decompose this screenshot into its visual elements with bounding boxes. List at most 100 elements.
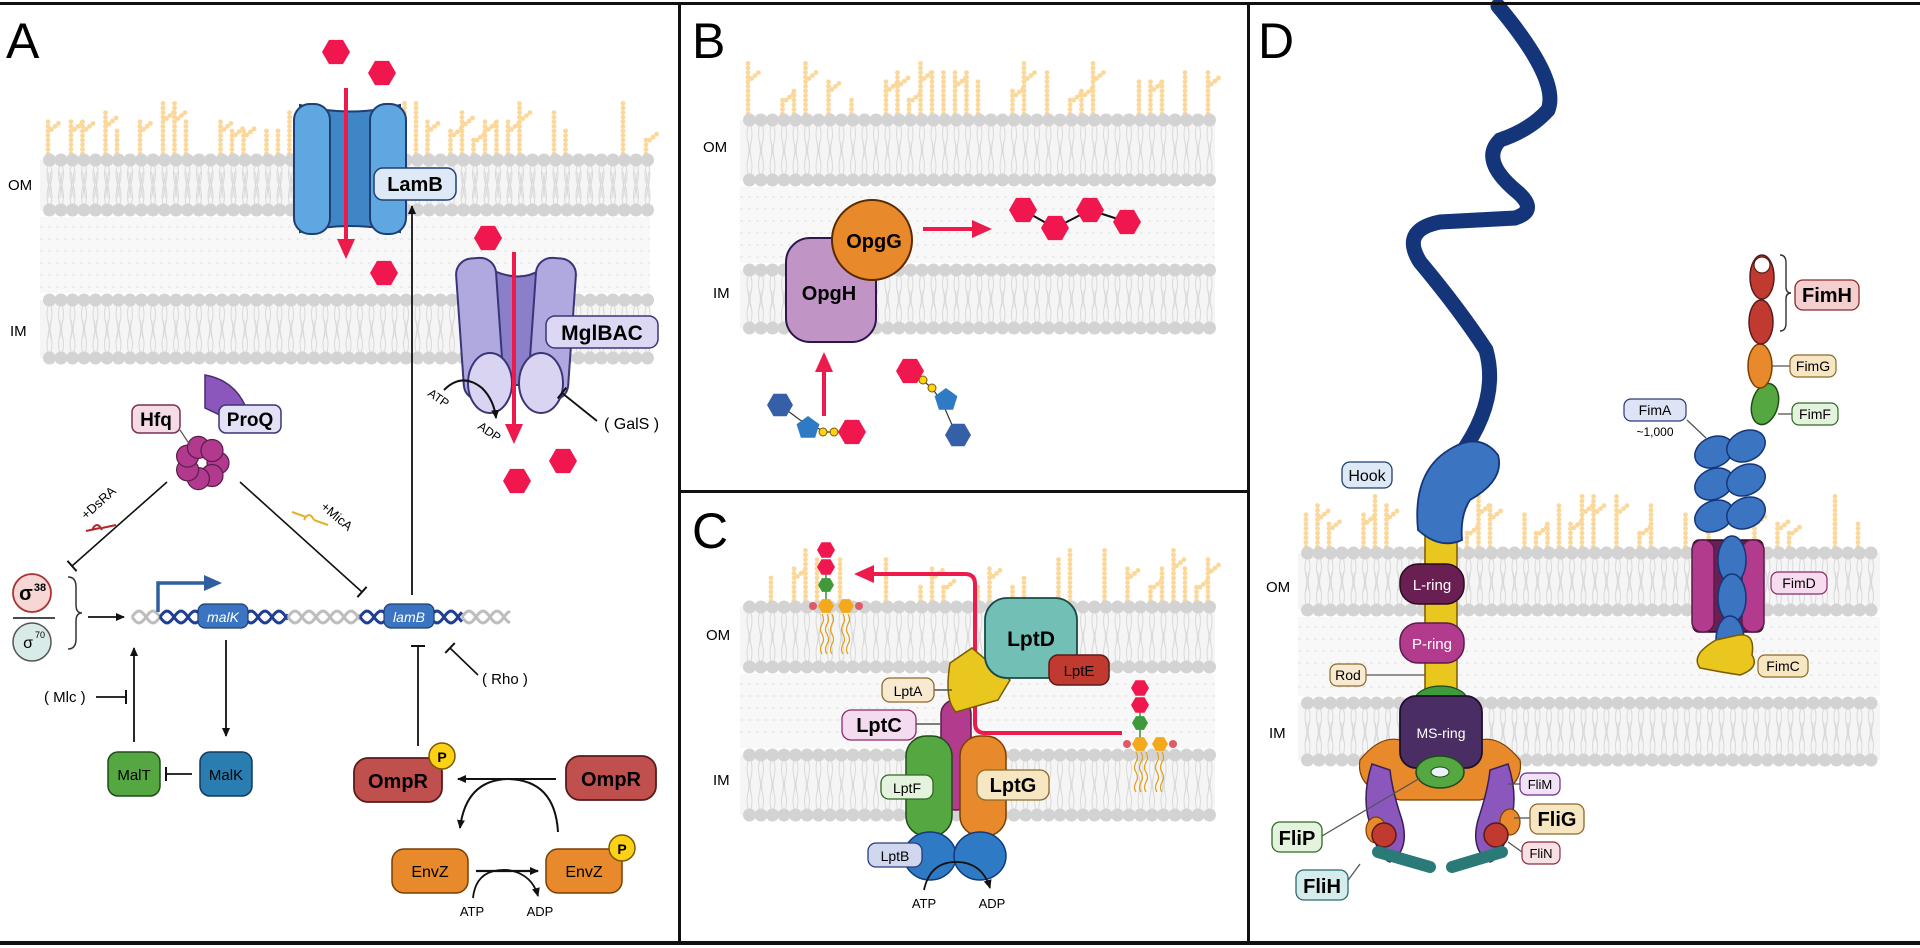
ribose-icon: [796, 416, 820, 438]
panel-letter-a: A: [6, 13, 40, 69]
glucose-molecule: [370, 260, 398, 286]
rod-label-box: Rod: [1329, 663, 1367, 687]
flin-left: [1371, 822, 1397, 848]
phosphate-dot: [1169, 740, 1177, 748]
sigma-brace: [67, 576, 83, 650]
glucose-unit: [896, 358, 924, 384]
hfq-label: Hfq: [131, 404, 181, 434]
o-antigen-unit: [1131, 697, 1149, 713]
ompr: OmpR: [565, 755, 657, 801]
lptb-label: LptB: [881, 848, 910, 864]
glucose-molecule: [549, 448, 577, 474]
mgl-atp-label: ATP: [425, 386, 451, 410]
lptc-label-box: LptC: [841, 709, 917, 741]
phosphate-dot: [829, 427, 839, 437]
fima-subunits: [1694, 429, 1766, 665]
mica-rna-icon: [291, 511, 329, 526]
glucan-unit: [1041, 215, 1069, 241]
malk-gene: malK: [197, 603, 249, 629]
fimg-label-box: FimG: [1789, 354, 1837, 378]
flin-right: [1483, 822, 1509, 848]
lptf-label: LptF: [893, 780, 921, 796]
lpt-atp-arrow: [923, 861, 992, 891]
lps-layer-b: [745, 61, 1221, 117]
envz-atp-label: ATP: [460, 904, 484, 919]
phosphate-icon: [608, 834, 636, 862]
lamb-label-text: LamB: [387, 174, 443, 196]
fima-subunit: [1726, 463, 1766, 497]
phosphate-dot: [855, 602, 863, 610]
glucose-molecule: [503, 468, 531, 494]
panel-letter-c: C: [692, 503, 728, 559]
fimf-label-box: FimF: [1791, 402, 1839, 426]
panel-letter-d: D: [1258, 13, 1294, 69]
sigma38: σ 38: [12, 573, 52, 613]
sigma70-sub: 70: [35, 630, 45, 640]
mica-inhibition: [239, 481, 368, 598]
flin-label: FliN: [1529, 846, 1552, 861]
flin-leader: [1507, 841, 1523, 853]
om-label-a: OM: [8, 177, 32, 194]
opgg: OpgG: [831, 199, 913, 281]
nucleotide-hexose: [767, 393, 793, 417]
phosphate-dot: [1123, 740, 1131, 748]
sigma38-symbol: σ: [19, 583, 33, 605]
ompr-p-label: OmpR: [368, 771, 429, 793]
mica-label: +MicA: [318, 499, 356, 534]
phosphate-label: P: [437, 749, 446, 765]
dsra-rna-icon: [85, 524, 117, 532]
glucose-molecule: [474, 225, 502, 251]
envz-phospho: EnvZ P: [545, 834, 636, 894]
lipid-a-head: [818, 599, 834, 613]
ompr-phospho: OmpR P: [353, 742, 456, 803]
hfq-label-text: Hfq: [140, 410, 172, 431]
flin-label-box: FliN: [1521, 841, 1561, 865]
lipid-a-head: [1152, 737, 1168, 751]
flih-label-box: FliH: [1295, 869, 1349, 901]
glucose-molecule: [322, 39, 350, 65]
phosphate-icon: [428, 742, 456, 770]
lps-molecules: [809, 542, 1177, 793]
ompr-label: OmpR: [581, 769, 642, 791]
fima-count: ~1,000: [1636, 425, 1673, 439]
proq-label-text: ProQ: [227, 410, 273, 431]
fimh-label-box: FimH: [1794, 279, 1860, 311]
lpt-atp-label: ATP: [912, 896, 936, 911]
opgg-label: OpgG: [846, 231, 902, 253]
outer-membrane-c: [740, 600, 1216, 674]
flih-label: FliH: [1303, 876, 1341, 898]
lpta-label-box: LptA: [881, 677, 935, 703]
core-sugar: [1132, 716, 1148, 730]
lpta-label: LptA: [894, 683, 923, 699]
lptc-label: LptC: [856, 715, 902, 737]
fimh-lower: [1748, 299, 1774, 345]
flih-right: [1446, 846, 1508, 873]
mgl-adp-label: ADP: [475, 419, 503, 445]
core-sugar: [818, 578, 834, 592]
lps-layer-c: [768, 548, 1221, 604]
malt-label: MalT: [117, 767, 150, 784]
border-b-c: [678, 490, 1250, 493]
lpt-adp-label: ADP: [979, 896, 1006, 911]
fimd-left: [1691, 539, 1715, 633]
panel-b: B OM IM OpgH OpgG: [692, 13, 1141, 447]
flagellar-motor: [1358, 440, 1522, 873]
envz-p-label: EnvZ: [565, 864, 603, 881]
phosphate-dot: [809, 602, 817, 610]
border-bottom: [0, 941, 1920, 945]
pring-label: P-ring: [1412, 636, 1452, 653]
fimd-label: FimD: [1782, 575, 1815, 591]
sigma70: σ 70: [12, 622, 52, 662]
panel-c: C OM IM LptD LptE LptA LptC Lp: [692, 503, 1177, 911]
om-label-c: OM: [706, 627, 730, 644]
lps-layer-d: [1303, 494, 1861, 550]
dsra-inhibition: [66, 481, 168, 572]
malt-protein: MalT: [107, 751, 161, 797]
outer-membrane-b: [740, 113, 1216, 187]
fima-label-box: FimA: [1623, 398, 1687, 422]
im-label-a: IM: [10, 323, 27, 340]
sigma38-sub: 38: [34, 582, 46, 594]
glucan-unit: [1009, 197, 1037, 223]
fimf-label: FimF: [1799, 406, 1831, 422]
